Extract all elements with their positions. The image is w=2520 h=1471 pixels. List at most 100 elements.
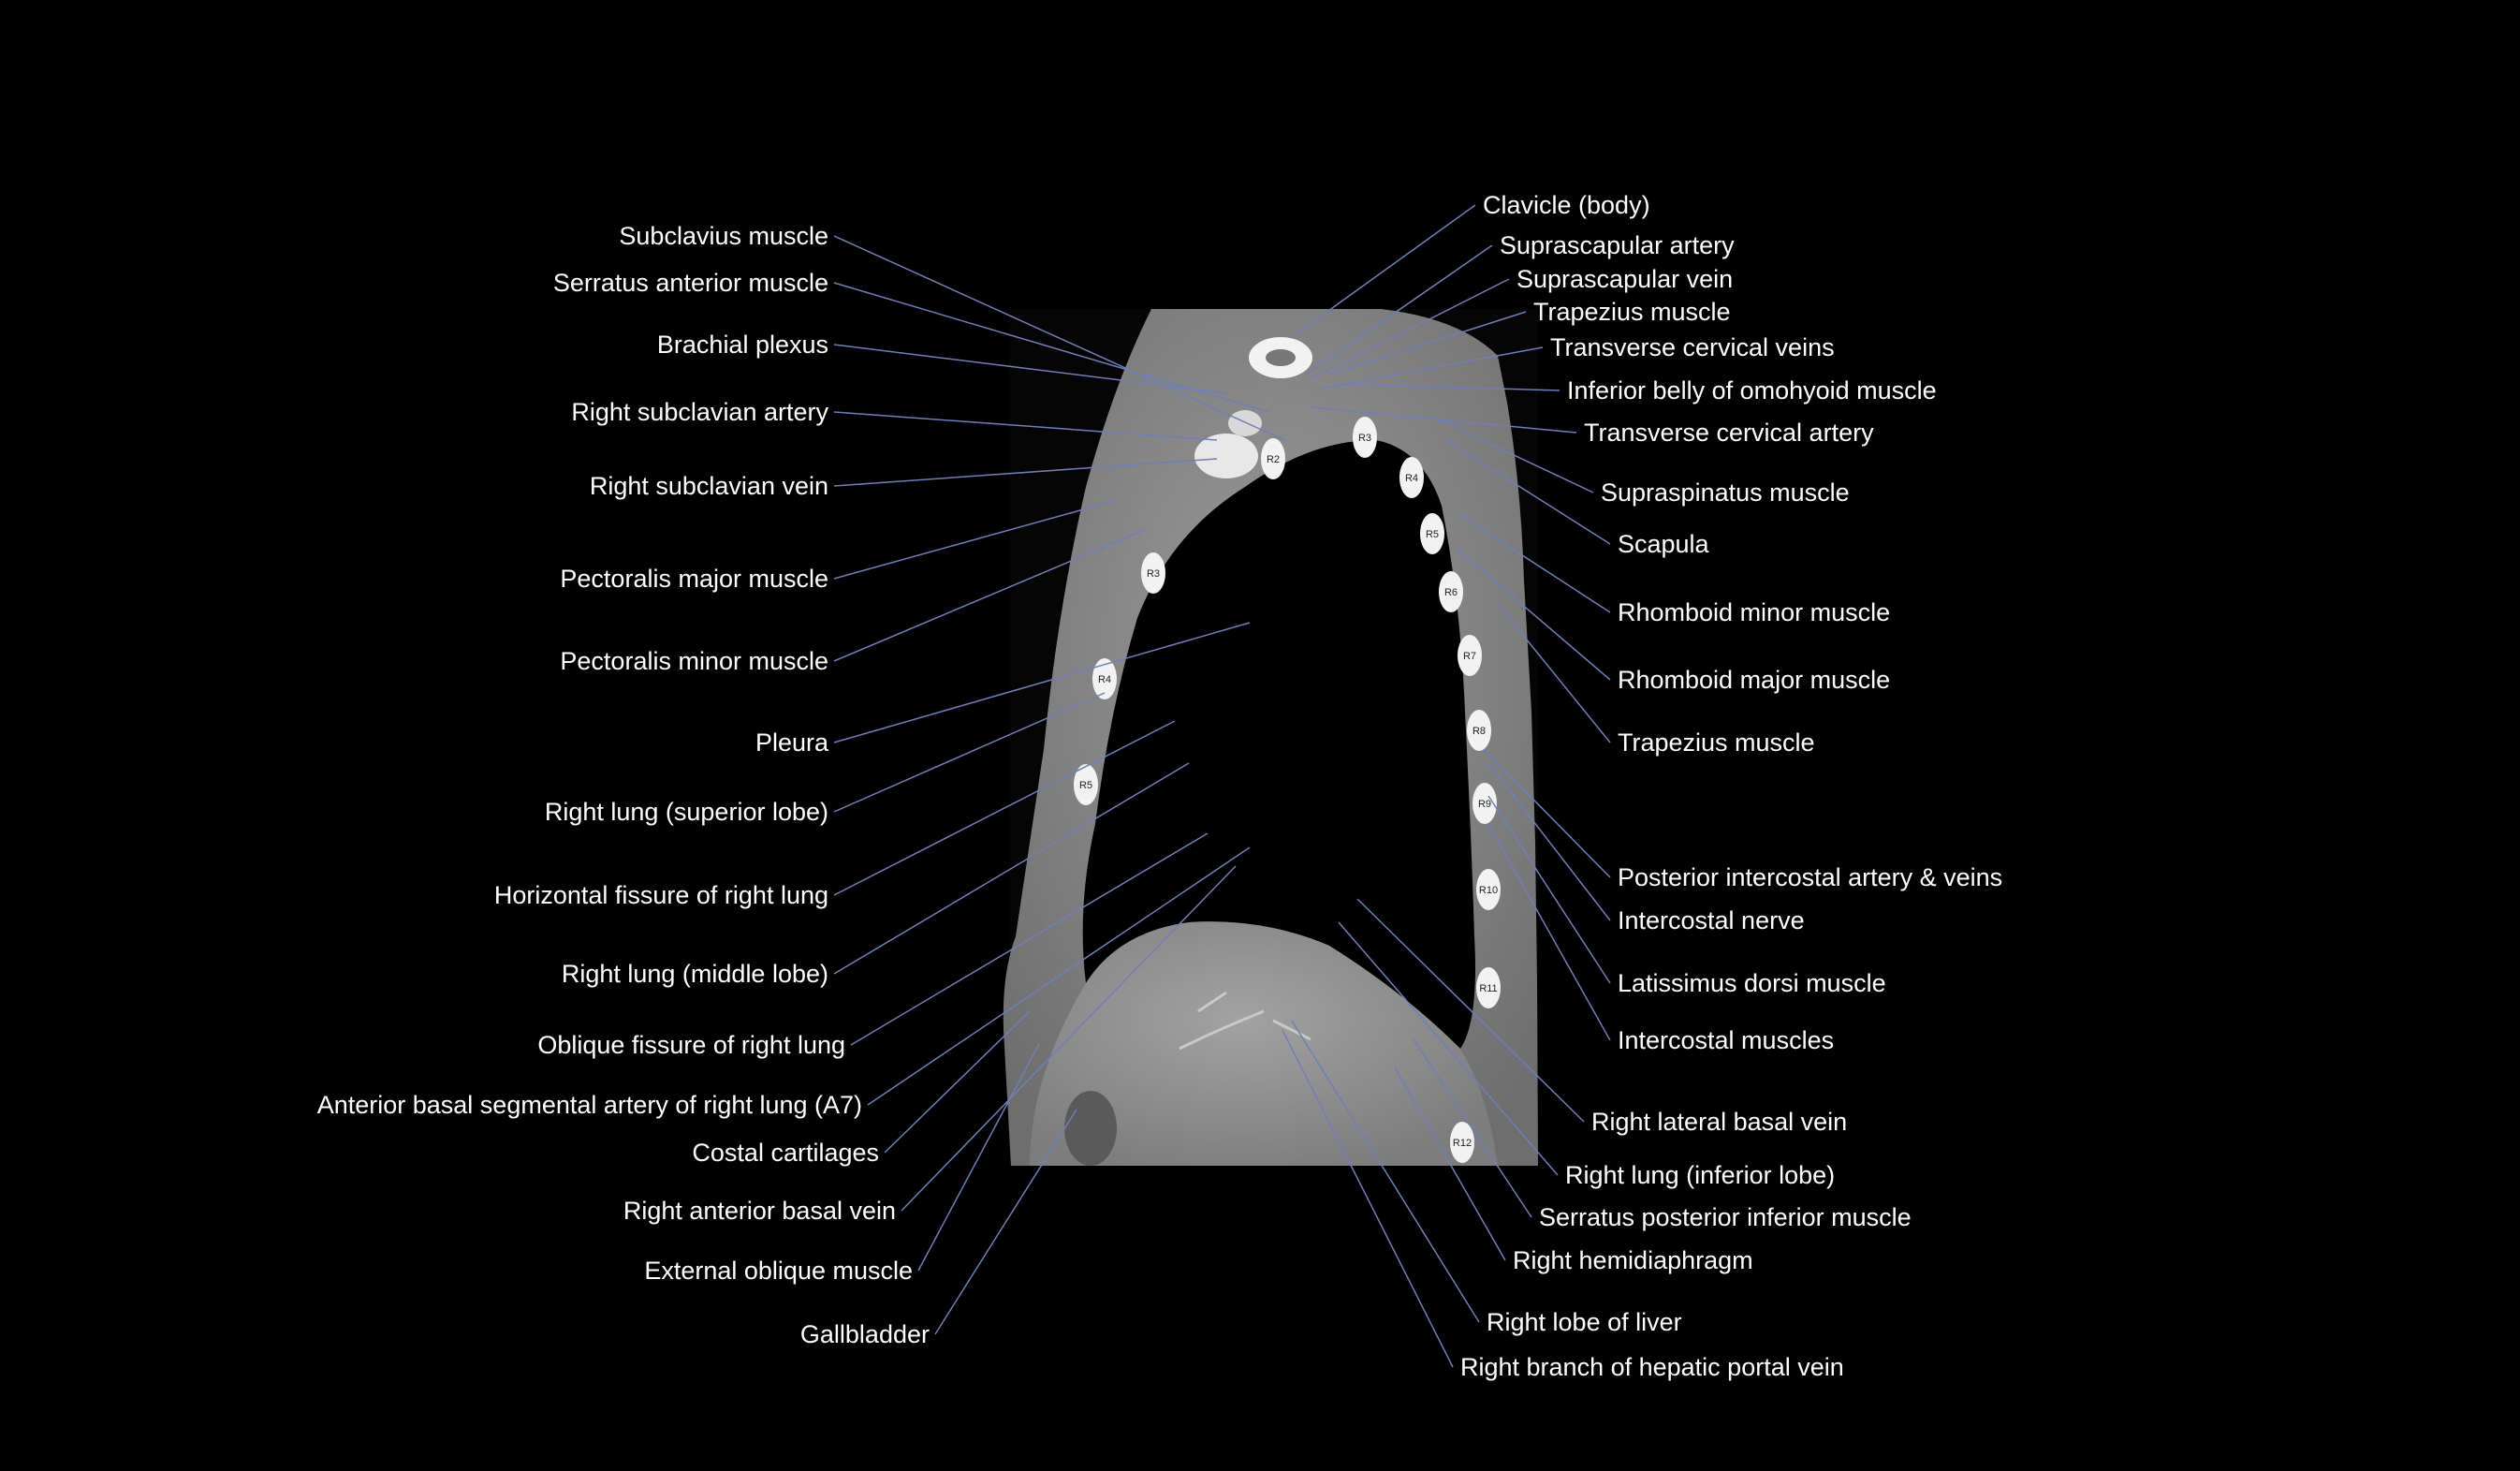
leader-line (1459, 514, 1611, 613)
leader-line (833, 500, 1115, 580)
right-lung-cavity (1082, 440, 1475, 1049)
right-label: Supraspinatus muscle (1601, 478, 1850, 507)
rib-cross-section (1476, 967, 1501, 1008)
right-label: Inferior belly of omohyoid muscle (1567, 376, 1937, 405)
right-label: Right lobe of liver (1487, 1308, 1682, 1336)
leader-line (1319, 346, 1544, 390)
leader-line (1487, 823, 1611, 1041)
leader-line (1291, 1020, 1480, 1323)
right-label: Scapula (1618, 530, 1709, 558)
rib-cross-section (1420, 513, 1444, 554)
leader-line (1455, 547, 1611, 681)
right-label: Suprascapular vein (1516, 265, 1734, 293)
rib-marker: R3 (1147, 568, 1160, 580)
rib-marker: R3 (1358, 433, 1371, 444)
leader-line (1291, 204, 1476, 338)
leader-line (1282, 1029, 1454, 1368)
left-label: Right anterior basal vein (623, 1197, 896, 1225)
rib-cross-section (1399, 457, 1424, 498)
right-label: Right branch of hepatic portal vein (1460, 1353, 1844, 1381)
leader-line (1305, 244, 1493, 375)
rib-marker: R5 (1426, 529, 1439, 540)
leader-line (850, 832, 1209, 1046)
leader-line (1483, 748, 1611, 878)
left-label: Anterior basal segmental artery of right… (316, 1091, 862, 1119)
rib-marker: R4 (1405, 473, 1418, 484)
left-label: Right subclavian artery (571, 398, 828, 426)
leader-line (833, 411, 1218, 441)
leader-line (1338, 921, 1559, 1176)
rib-cross-section (1092, 658, 1117, 699)
right-label: Trapezius muscle (1533, 298, 1731, 326)
left-label: Oblique fissure of right lung (537, 1031, 845, 1059)
rib-marker: R8 (1472, 726, 1486, 737)
rib-marker: R12 (1453, 1138, 1472, 1149)
rib-cross-section (1261, 438, 1285, 479)
leader-line (1497, 603, 1611, 743)
left-label: Right subclavian vein (589, 472, 828, 500)
leader-line (1328, 311, 1527, 375)
right-label: Latissimus dorsi muscle (1618, 969, 1886, 997)
rib-cross-section (1472, 783, 1497, 824)
right-label: Intercostal nerve (1618, 906, 1805, 934)
right-label: Rhomboid minor muscle (1618, 598, 1891, 626)
left-label: Brachial plexus (656, 331, 828, 359)
left-label: Pectoralis minor muscle (560, 647, 828, 675)
leader-line (1310, 278, 1510, 380)
rib-cross-section (1141, 552, 1165, 594)
clavicle-marrow (1266, 349, 1296, 366)
leader-line (1487, 795, 1611, 984)
right-label: Transverse cervical veins (1550, 333, 1835, 361)
leader-line (934, 1109, 1077, 1335)
leader-line (833, 235, 1285, 441)
portal-vein-branches (1179, 991, 1311, 1051)
subclavian-vessel (1194, 434, 1258, 478)
rib-cross-section (1439, 571, 1463, 612)
rib-marker: R11 (1479, 983, 1497, 994)
liver (1030, 921, 1498, 1166)
rib-marker: R5 (1079, 780, 1092, 791)
rib-marker: R4 (1098, 674, 1111, 685)
leader-line (833, 282, 1270, 413)
leader-line (1431, 416, 1594, 493)
right-label: Posterior intercostal artery & veins (1618, 863, 2003, 891)
leader-line (1487, 762, 1611, 921)
right-label: Right lung (inferior lobe) (1565, 1161, 1836, 1189)
right-label: Serratus posterior inferior muscle (1539, 1203, 1912, 1231)
leader-line (1413, 1038, 1532, 1218)
leader-line (833, 622, 1251, 743)
rib-cross-section (1450, 1122, 1474, 1163)
leader-line (901, 865, 1237, 1212)
rib-marker: R6 (1444, 587, 1458, 598)
leader-line (1356, 898, 1585, 1123)
leader-line (833, 720, 1176, 896)
rib-cross-section (1458, 635, 1482, 676)
left-label: Costal cartilages (692, 1139, 879, 1167)
leader-line (867, 846, 1251, 1106)
leader-line (833, 458, 1218, 487)
leader-line (1445, 439, 1611, 545)
left-label: External oblique muscle (644, 1257, 913, 1285)
right-label: Right lateral basal vein (1591, 1108, 1848, 1136)
rib-cross-section (1353, 417, 1377, 458)
leader-line (1310, 406, 1577, 434)
rib-cross-section (1476, 869, 1501, 910)
rib-marker: R9 (1478, 799, 1491, 810)
leader-line (833, 528, 1148, 662)
left-label: Pectoralis major muscle (560, 565, 828, 593)
rib-marker: R7 (1463, 651, 1476, 662)
leader-line (1338, 383, 1560, 391)
right-label: Rhomboid major muscle (1618, 666, 1891, 694)
right-label: Right hemidiaphragm (1513, 1246, 1753, 1274)
leader-line (833, 344, 1227, 394)
rib-marker: R10 (1479, 885, 1498, 896)
left-label: Right lung (superior lobe) (544, 798, 828, 826)
leader-line (833, 762, 1190, 975)
subclavian-vessel (1228, 410, 1262, 436)
left-label: Subclavius muscle (619, 222, 828, 250)
rib-marker: R2 (1267, 454, 1280, 465)
left-label: Pleura (755, 728, 828, 757)
leader-line (917, 1043, 1040, 1272)
rib-cross-section (1074, 764, 1098, 805)
